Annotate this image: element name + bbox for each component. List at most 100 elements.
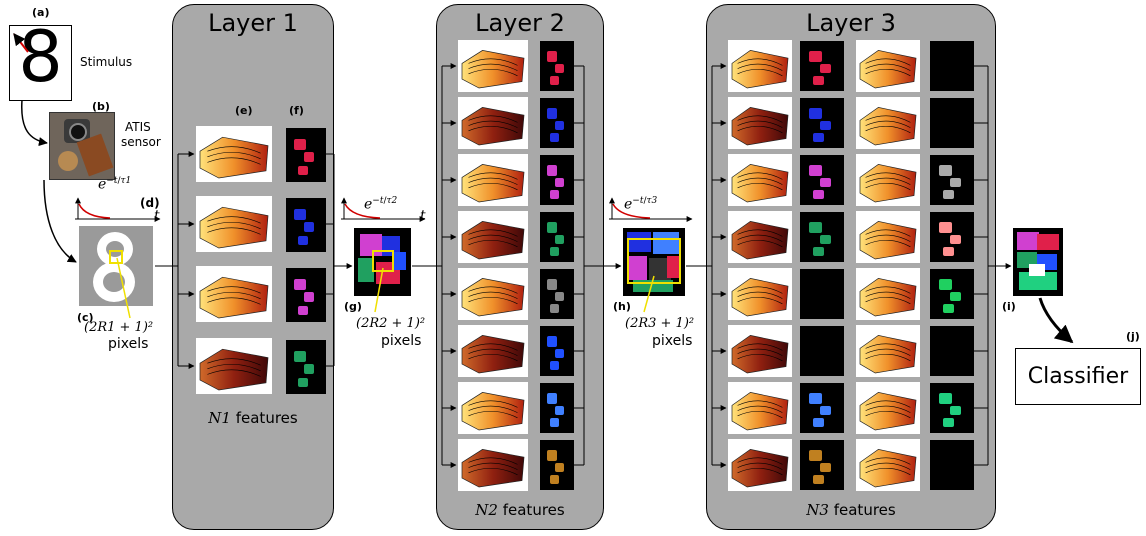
layer-3-map-b-8	[930, 440, 974, 490]
layer-2-features-label: N2 features	[475, 501, 565, 519]
sensor-label-line2: sensor	[121, 135, 161, 149]
layer-2-surface-4	[458, 211, 528, 263]
layer-3-map-a-8	[800, 440, 844, 490]
layer-3-map-b-6	[930, 326, 974, 376]
layer-3-surface-b-6	[856, 325, 920, 377]
neighborhood-3-formula: (2R3 + 1)²	[625, 316, 695, 331]
sensor-label-line1: ATIS	[125, 120, 151, 134]
layer-3-surface-a-1	[728, 40, 792, 92]
layer-connectors	[155, 63, 1012, 468]
layer-1-surface-4	[196, 338, 272, 394]
layer-1-map-2	[286, 198, 326, 252]
layer-3-map-b-4	[930, 212, 974, 262]
decay-3-formula: e−t/τ3	[624, 196, 658, 213]
layer-3-map-b-1	[930, 41, 974, 91]
layer-3-map-a-7	[800, 383, 844, 433]
decay-1-plot	[75, 197, 161, 222]
layer-1-features-label: N1 features	[208, 409, 298, 427]
layer-2-map-8	[540, 440, 574, 490]
decay-3-plot	[609, 197, 693, 222]
layer-3-surface-b-2	[856, 97, 920, 149]
layer-3-map-a-4	[800, 212, 844, 262]
layer-3-map-b-2	[930, 98, 974, 148]
layer-3-surface-b-5	[856, 268, 920, 320]
layer-2-map-4	[540, 212, 574, 262]
layer-1-map-4	[286, 340, 326, 394]
layer-3-surface-b-7	[856, 382, 920, 434]
layer-3-map-a-1	[800, 41, 844, 91]
layer-3-features-label: N3 features	[806, 501, 896, 519]
neighborhood-1-unit: pixels	[108, 336, 149, 352]
layer-2-map-1	[540, 41, 574, 91]
feature-map-g	[354, 228, 411, 296]
layer-2-title: Layer 2	[475, 9, 565, 37]
layer-2-surface-3	[458, 154, 528, 206]
label-j: (j)	[1126, 330, 1140, 343]
feature-map-i	[1013, 228, 1063, 296]
layer-3-surface-a-6	[728, 325, 792, 377]
layer-1-map-3	[286, 268, 326, 322]
layer-2-map-2	[540, 98, 574, 148]
layer-2-surface-7	[458, 382, 528, 434]
layer-2-map-3	[540, 155, 574, 205]
decay-1-formula: e−t/τ1	[98, 176, 132, 193]
layer-2-surface-6	[458, 325, 528, 377]
classifier-box: Classifier	[1015, 348, 1141, 405]
layer-3-map-a-3	[800, 155, 844, 205]
layer-3-surface-a-5	[728, 268, 792, 320]
layer-3-map-a-5	[800, 269, 844, 319]
layer-2-surface-8	[458, 439, 528, 491]
layer-3-surface-b-3	[856, 154, 920, 206]
stimulus-label: Stimulus	[80, 55, 133, 69]
atis-sensor-photo	[49, 112, 115, 180]
layer-3-surface-b-4	[856, 211, 920, 263]
output-to-classifier-arrow	[1038, 297, 1074, 344]
layer-3-surface-a-8	[728, 439, 792, 491]
neighborhood-2-unit: pixels	[381, 333, 422, 349]
layer-3-map-b-5	[930, 269, 974, 319]
layer-2-surface-1	[458, 40, 528, 92]
layer-2-surface-5	[458, 268, 528, 320]
layer-2-map-6	[540, 326, 574, 376]
label-f: (f)	[289, 104, 304, 117]
decay-2-plot	[341, 197, 426, 222]
layer-3-surface-a-2	[728, 97, 792, 149]
feature-map-h	[623, 228, 685, 296]
decay-2-formula: e−t/τ2	[364, 196, 398, 213]
label-e: (e)	[235, 104, 253, 117]
layer-1-map-1	[286, 128, 326, 182]
label-a: (a)	[32, 6, 50, 19]
neighborhood-2-formula: (2R2 + 1)²	[356, 316, 426, 331]
layer-1-title: Layer 1	[208, 9, 298, 37]
neighborhood-3-pointer	[643, 275, 655, 313]
stimulus-to-sensor-arrow	[21, 99, 48, 147]
label-b: (b)	[92, 100, 110, 113]
event-image-c	[79, 226, 153, 306]
sensor-to-events-arrow	[43, 179, 77, 263]
neighborhood-1-pointer	[116, 257, 131, 319]
layer-1-surface-1	[196, 126, 272, 182]
layer-1-surface-2	[196, 196, 272, 252]
stimulus-box: 8	[9, 16, 72, 101]
stimulus-red-arrow	[13, 33, 29, 53]
label-h: (h)	[613, 300, 631, 313]
layer-2-map-5	[540, 269, 574, 319]
classifier-label: Classifier	[1027, 364, 1129, 389]
neighborhood-1-formula: (2R1 + 1)²	[84, 320, 154, 335]
layer-3-surface-b-8	[856, 439, 920, 491]
neighborhood-3-unit: pixels	[652, 333, 693, 349]
layer-3-surface-a-3	[728, 154, 792, 206]
label-c: (c)	[77, 311, 94, 324]
layer-1-surface-3	[196, 266, 272, 322]
layer-3-map-b-7	[930, 383, 974, 433]
layer-3-map-b-3	[930, 155, 974, 205]
layer-3-title: Layer 3	[806, 9, 896, 37]
layer-3-surface-a-4	[728, 211, 792, 263]
stimulus-digit: 8	[18, 16, 63, 98]
layer-2-surface-2	[458, 97, 528, 149]
label-i: (i)	[1002, 300, 1016, 313]
label-d: (d)	[140, 196, 160, 210]
layer-3-map-a-6	[800, 326, 844, 376]
label-g: (g)	[344, 300, 362, 313]
